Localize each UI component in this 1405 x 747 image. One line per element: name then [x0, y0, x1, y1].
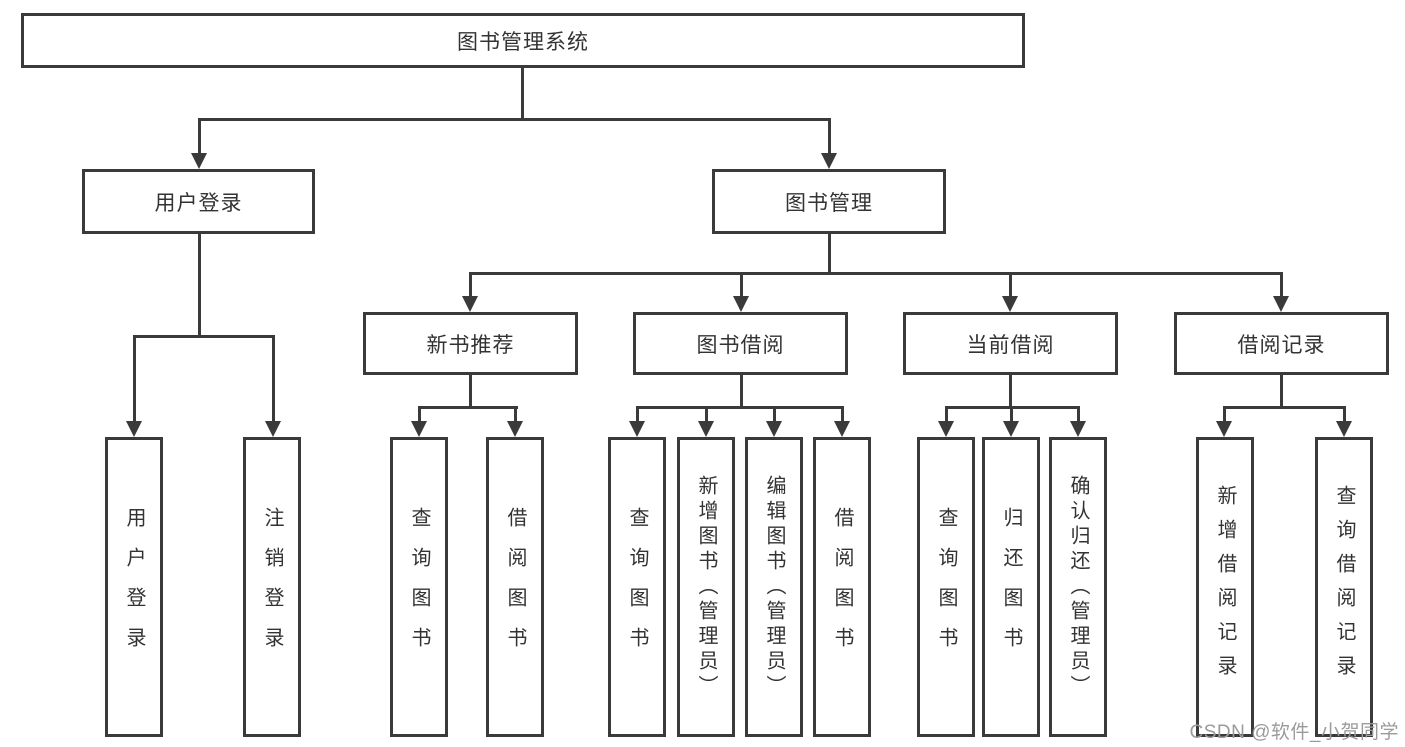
leaf-label: 归还图书 [1000, 507, 1022, 667]
connector-book-management-stub [827, 233, 831, 272]
leaf-query-books-current: 查询图书 [917, 437, 975, 737]
connector-records-stub [1280, 375, 1283, 406]
leaf-borrow-books-recommend: 借阅图书 [486, 437, 544, 737]
connector-drop-borrowing-records [1279, 272, 1283, 296]
node-label: 当前借阅 [966, 333, 1055, 357]
leaf-label: 借阅图书 [831, 507, 853, 667]
connector-drop-borrow-books-recommend [513, 406, 517, 421]
connector-drop-edit-book-admin [772, 406, 776, 421]
arrowhead-user-login [191, 153, 207, 169]
leaf-logout: 注销登录 [243, 437, 301, 737]
arrowhead-edit-book-admin [766, 421, 782, 437]
connector-drop-add-borrow-record [1222, 406, 1226, 421]
leaf-label: 注销登录 [261, 507, 283, 667]
connector-drop-leaf-user-login [132, 335, 136, 421]
arrowhead-borrow-books-recommend [507, 421, 523, 437]
node-label: 图书借阅 [696, 333, 785, 357]
watermark: CSDN @软件_小贺同学 [1189, 722, 1399, 743]
connector-drop-book-management [827, 118, 831, 154]
connector-drop-confirm-return-admin [1076, 406, 1080, 421]
node-current-borrowing: 当前借阅 [903, 312, 1118, 375]
connector-drop-query-books-current [944, 406, 948, 421]
leaf-return-books: 归还图书 [982, 437, 1040, 737]
node-user-login: 用户登录 [82, 169, 315, 234]
arrowhead-query-books-borrow [629, 421, 645, 437]
connector-drop-current-borrowing [1008, 272, 1012, 296]
connector-records-bar [1222, 406, 1346, 409]
arrowhead-add-borrow-record [1216, 421, 1232, 437]
connector-user-login-bar [132, 335, 275, 338]
connector-drop-add-book-admin [704, 406, 708, 421]
leaf-label: 借阅图书 [504, 507, 526, 667]
connector-user-login-stub [197, 234, 201, 335]
connector-current-stub [1009, 375, 1012, 406]
leaf-add-book-admin: 新增图书（管理员） [677, 437, 735, 737]
leaf-edit-book-admin: 编辑图书（管理员） [745, 437, 803, 737]
arrowhead-query-borrow-record [1336, 421, 1352, 437]
arrowhead-book-management [821, 153, 837, 169]
leaf-label: 查询图书 [935, 507, 957, 667]
arrowhead-query-books-current [938, 421, 954, 437]
leaf-query-books-recommend: 查询图书 [390, 437, 448, 737]
node-label: 图书管理系统 [457, 30, 589, 54]
arrowhead-leaf-user-login [126, 421, 142, 437]
node-book-management: 图书管理 [712, 169, 946, 234]
leaf-label: 查询图书 [626, 507, 648, 667]
leaf-label: 用户登录 [123, 507, 145, 667]
connector-recommend-stub [469, 375, 472, 406]
leaf-borrow-books: 借阅图书 [813, 437, 871, 737]
connector-drop-borrow-books [840, 406, 844, 421]
arrowhead-confirm-return-admin [1070, 421, 1086, 437]
leaf-label: 新增借阅记录 [1214, 485, 1236, 689]
leaf-query-books-borrow: 查询图书 [608, 437, 666, 737]
connector-drop-query-books-borrow [635, 406, 639, 421]
arrowhead-book-borrowing [733, 296, 749, 312]
leaf-add-borrow-record: 新增借阅记录 [1196, 437, 1254, 737]
arrowhead-leaf-logout [265, 421, 281, 437]
arrowhead-borrowing-records [1273, 296, 1289, 312]
leaf-user-login: 用户登录 [105, 437, 163, 737]
arrowhead-add-book-admin [698, 421, 714, 437]
leaf-label: 查询图书 [408, 507, 430, 667]
node-label: 图书管理 [785, 191, 873, 215]
connector-drop-new-book-recommendation [468, 272, 472, 296]
node-new-book-recommendation: 新书推荐 [363, 312, 578, 375]
node-label: 用户登录 [154, 191, 243, 215]
connector-drop-user-login [197, 118, 201, 154]
arrowhead-new-book-recommendation [462, 296, 478, 312]
connector-root-stub [520, 68, 524, 118]
node-label: 新书推荐 [426, 333, 515, 357]
connector-recommend-bar [417, 406, 518, 409]
connector-drop-leaf-logout [271, 335, 275, 421]
leaf-label: 确认归还（管理员） [1067, 474, 1089, 700]
leaf-confirm-return-admin: 确认归还（管理员） [1049, 437, 1107, 737]
connector-level3-bar [468, 272, 1283, 275]
leaf-label: 新增图书（管理员） [695, 474, 717, 700]
connector-drop-query-books-recommend [417, 406, 421, 421]
node-borrowing-records: 借阅记录 [1174, 312, 1389, 375]
node-book-borrowing: 图书借阅 [633, 312, 848, 375]
connector-level2-bar [197, 118, 831, 121]
leaf-label: 查询借阅记录 [1333, 485, 1355, 689]
arrowhead-borrow-books [834, 421, 850, 437]
arrowhead-query-books-recommend [411, 421, 427, 437]
leaf-label: 编辑图书（管理员） [763, 474, 785, 700]
leaf-query-borrow-record: 查询借阅记录 [1315, 437, 1373, 737]
connector-drop-return-books [1009, 406, 1013, 421]
connector-borrowing-bar [635, 406, 844, 409]
connector-drop-book-borrowing [739, 272, 743, 296]
node-label: 借阅记录 [1237, 333, 1326, 357]
arrowhead-current-borrowing [1002, 296, 1018, 312]
connector-borrowing-stub [739, 375, 743, 406]
arrowhead-return-books [1003, 421, 1019, 437]
connector-drop-query-borrow-record [1342, 406, 1346, 421]
node-library-management-system: 图书管理系统 [21, 13, 1025, 68]
